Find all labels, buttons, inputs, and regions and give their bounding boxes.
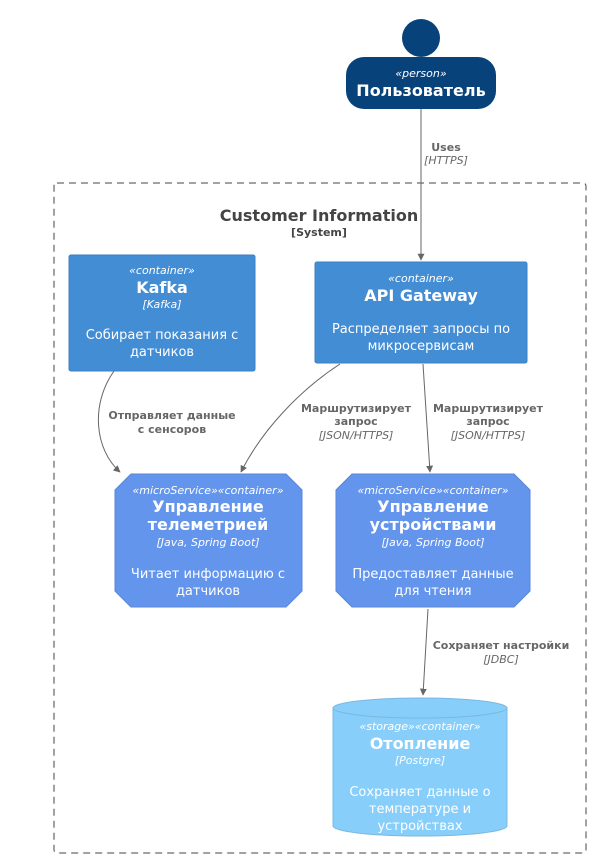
heating-stereotype: «storage»«container» xyxy=(359,720,480,733)
storage-cylinder-icon xyxy=(332,707,508,837)
heating-desc-line-1: Сохраняет данные о xyxy=(349,785,490,800)
relation-gateway-telemetry-label: Маршрутизирует запрос [JSON/HTTPS] xyxy=(301,402,412,442)
system-boundary: Customer Information [System] xyxy=(53,182,587,854)
heating-desc-line-3: устройствах xyxy=(377,819,462,834)
container-api-gateway[interactable]: «container» API Gateway Распределяет зап… xyxy=(314,261,528,364)
devices-stereotype: «microService»«container» xyxy=(357,484,508,497)
devices-title-line-2: устройствами xyxy=(370,515,497,534)
microservice-telemetry[interactable]: «microService»«container» Управление тел… xyxy=(114,473,303,608)
microservice-devices[interactable]: «microService»«container» Управление уст… xyxy=(335,473,531,608)
kafka-desc-line-2: датчиков xyxy=(130,345,194,360)
relation-uses-label: Uses [HTTPS] xyxy=(424,141,468,167)
person-body xyxy=(346,57,496,109)
storage-heating[interactable]: «storage»«container» Отопление [Postgre]… xyxy=(332,697,508,837)
kafka-tech: [Kafka] xyxy=(142,298,181,311)
boundary-type: [System] xyxy=(291,226,347,239)
gw-devices-tech: [JSON/HTTPS] xyxy=(451,429,526,442)
telemetry-tech: [Java, Spring Boot] xyxy=(156,536,259,549)
gw-telemetry-tech: [JSON/HTTPS] xyxy=(319,429,394,442)
gw-telemetry-label-line-2: запрос xyxy=(334,415,377,428)
telemetry-title-line-2: телеметрией xyxy=(148,515,269,534)
devices-heating-label: Сохраняет настройки xyxy=(433,639,570,652)
gateway-stereotype: «container» xyxy=(388,272,454,285)
gw-devices-label-line-2: запрос xyxy=(466,415,509,428)
kafka-desc-line-1: Собирает показания с xyxy=(86,328,239,343)
devices-tech: [Java, Spring Boot] xyxy=(381,536,484,549)
telemetry-stereotype: «microService»«container» xyxy=(132,484,283,497)
devices-desc-line-1: Предоставляет данные xyxy=(352,567,513,582)
kafka-telemetry-label-line-1: Отправляет данные xyxy=(108,409,235,422)
telemetry-desc-line-2: датчиков xyxy=(176,584,240,599)
gateway-desc-line-1: Распределяет запросы по xyxy=(332,322,510,337)
person-head-icon xyxy=(402,19,440,57)
telemetry-title-line-1: Управление xyxy=(152,497,264,516)
gateway-title: API Gateway xyxy=(364,286,478,305)
relation-kafka-telemetry-label: Отправляет данные с сенсоров xyxy=(108,409,235,436)
arrow-gateway-devices xyxy=(422,363,434,473)
telemetry-desc-line-1: Читает информацию с xyxy=(131,567,285,582)
person-stereotype: «person» xyxy=(395,67,446,80)
arrow-kafka-telemetry xyxy=(97,370,121,473)
uses-label: Uses xyxy=(431,141,461,154)
kafka-telemetry-label-line-2: с сенсоров xyxy=(138,423,206,436)
devices-heating-tech: [JDBC] xyxy=(483,653,519,666)
person-title: Пользователь xyxy=(356,81,485,100)
relation-gateway-devices-label: Маршрутизирует запрос [JSON/HTTPS] xyxy=(433,402,544,442)
heating-title: Отопление xyxy=(370,734,471,753)
devices-title-line-1: Управление xyxy=(377,497,489,516)
relation-devices-heating-label: Сохраняет настройки [JDBC] xyxy=(433,639,570,666)
kafka-stereotype: «container» xyxy=(129,264,195,277)
container-kafka[interactable]: «container» Kafka [Kafka] Собирает показ… xyxy=(68,254,256,372)
uses-tech: [HTTPS] xyxy=(424,154,468,167)
devices-desc-line-2: для чтения xyxy=(394,584,471,599)
arrow-gateway-telemetry xyxy=(240,363,341,473)
person-user[interactable]: «person» Пользователь xyxy=(346,19,496,109)
gateway-desc-line-2: микросервисам xyxy=(368,339,475,354)
gw-telemetry-label-line-1: Маршрутизирует xyxy=(301,402,412,415)
gw-devices-label-line-1: Маршрутизирует xyxy=(433,402,544,415)
relations xyxy=(97,109,434,696)
heating-desc-line-2: температуре и xyxy=(369,802,471,817)
heating-tech: [Postgre] xyxy=(395,754,445,767)
arrow-devices-heating xyxy=(419,608,429,696)
boundary-title: Customer Information xyxy=(220,206,418,225)
kafka-title: Kafka xyxy=(136,278,188,297)
